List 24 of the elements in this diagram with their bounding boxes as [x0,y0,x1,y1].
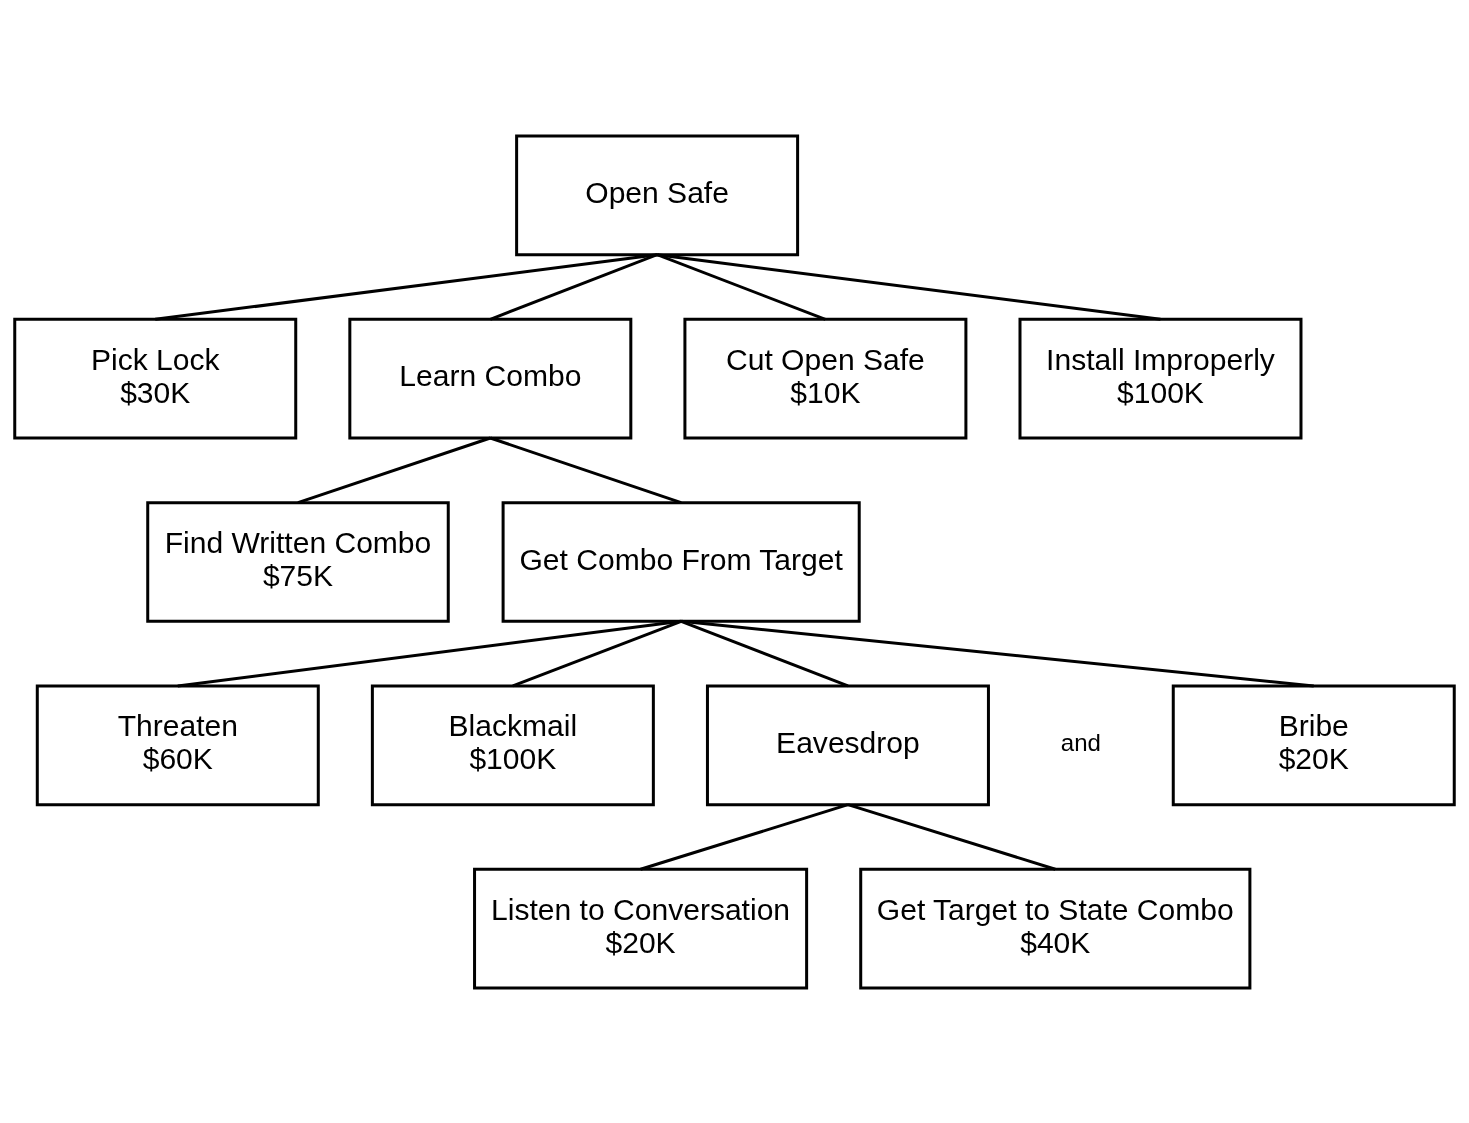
connector [489,436,682,504]
connector [297,436,491,504]
label: and [1060,728,1101,756]
connector [847,802,1056,871]
connector [155,252,658,321]
node-box: Listen to Conversation $20K [473,867,809,989]
node-box: Eavesdrop [705,683,990,806]
node-box: Find Written Combo $75K [146,500,450,623]
node-box: Blackmail $100K [370,683,655,806]
connector [640,802,849,871]
connector [512,619,682,687]
node-box: Threaten $60K [35,683,320,806]
node-box: Pick Lock $30K [13,317,298,440]
node-box: Cut Open Safe $10K [683,317,968,440]
node-box: Learn Combo [348,317,633,440]
connector [489,252,658,321]
connector [177,619,682,687]
connector [681,619,1314,687]
node-box: Bribe $20K [1171,683,1456,806]
node-box: Install Improperly $100K [1018,317,1303,440]
node-box: Get Target to State Combo $40K [859,867,1252,989]
connector [656,252,1161,321]
node-box: Open Safe [515,134,800,256]
node-box: Get Combo From Target [501,500,861,623]
